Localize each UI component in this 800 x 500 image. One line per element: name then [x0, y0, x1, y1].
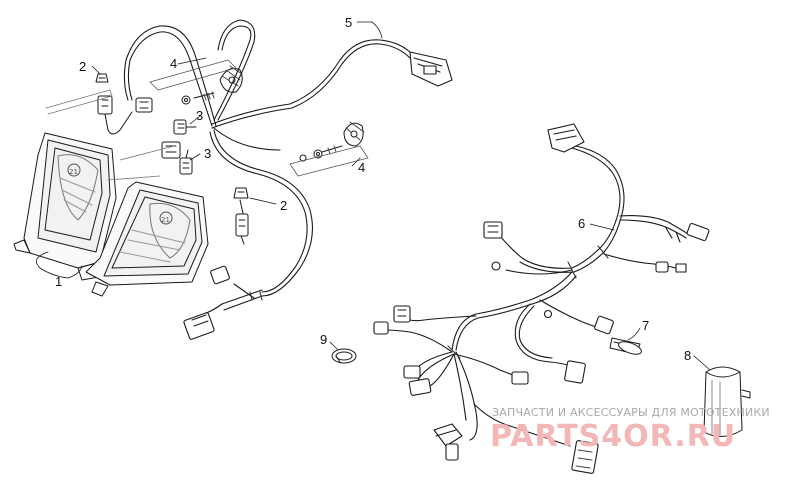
svg-text:21: 21 [161, 216, 170, 224]
callout-4-lower: 4 [358, 160, 365, 175]
headlight-connector-upper-right [135, 97, 153, 113]
adjuster-lower [299, 121, 365, 162]
headlight-left: 21 [13, 132, 117, 281]
harness-connector-mid-left [161, 141, 181, 159]
bulb-assembly-lower [179, 149, 193, 175]
callout-5: 5 [345, 15, 352, 30]
callout-4-upper: 4 [170, 56, 177, 71]
callout-6: 6 [578, 216, 585, 231]
watermark: ЗАПЧАСТИ И АКСЕССУАРЫ ДЛЯ МОТОТЕХНИКИ PA… [490, 406, 770, 454]
watermark-brand: PARTS4OR.RU [490, 419, 736, 454]
protective-sleeve [703, 366, 751, 437]
clamp-ring [331, 348, 357, 364]
callout-3-upper: 3 [196, 108, 203, 123]
front-wiring-harness [123, 19, 453, 340]
headlight-connector-upper-left [97, 95, 133, 135]
callout-7: 7 [642, 318, 649, 333]
fuse-holder [609, 337, 642, 355]
adjuster-upper [181, 65, 243, 105]
callout-3-lower: 3 [204, 146, 211, 161]
bulb-assembly-upper [173, 119, 197, 135]
rear-wiring-harness [373, 123, 710, 474]
callout-numbers: 1 2 2 3 3 4 4 5 6 7 8 9 [55, 15, 691, 363]
svg-text:21: 21 [69, 168, 78, 176]
harness-connector-lower-mid [235, 213, 249, 237]
callout-9: 9 [320, 332, 327, 347]
callout-2-lower: 2 [280, 198, 287, 213]
headlight-right: 21 [85, 181, 209, 297]
callout-1: 1 [55, 274, 62, 289]
callout-8: 8 [684, 348, 691, 363]
callout-leaders [36, 21, 711, 371]
clip-upper [95, 73, 109, 83]
callout-2-upper: 2 [79, 59, 86, 74]
watermark-caption: ЗАПЧАСТИ И АКСЕССУАРЫ ДЛЯ МОТОТЕХНИКИ [492, 406, 770, 419]
